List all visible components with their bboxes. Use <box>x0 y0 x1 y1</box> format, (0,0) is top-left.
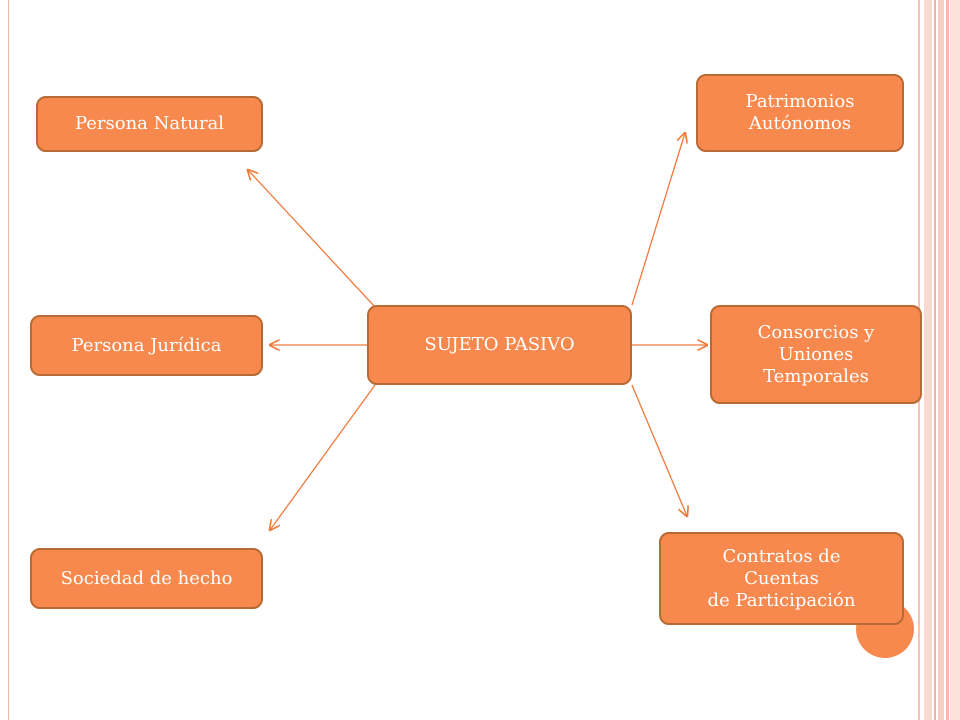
node-sujeto-pasivo-label: SUJETO PASIVO <box>424 334 575 355</box>
node-persona-natural-label: Persona Natural <box>74 113 225 134</box>
frame-left-line <box>8 0 9 720</box>
connector-patrimonios <box>631 133 685 306</box>
node-contratos-cuentas: Contratos de Cuentas de Participación <box>659 532 904 625</box>
node-patrimonios-autonomos: Patrimonios Autónomos <box>696 74 904 152</box>
connector-persona-natural <box>248 170 376 308</box>
node-contratos-cuentas-label: Contratos de Cuentas de Participación <box>707 545 856 611</box>
node-persona-juridica: Persona Jurídica <box>30 315 263 376</box>
node-consorcios-uniones-label: Consorcios y Uniones Temporales <box>757 321 875 387</box>
node-persona-natural: Persona Natural <box>36 96 263 152</box>
node-consorcios-uniones: Consorcios y Uniones Temporales <box>710 305 922 404</box>
frame-right-stripe <box>924 0 932 720</box>
node-sujeto-pasivo: SUJETO PASIVO <box>367 305 632 385</box>
connector-contratos <box>631 384 687 516</box>
frame-right-stripe <box>950 0 960 720</box>
connector-sociedad-hecho <box>270 384 376 530</box>
node-patrimonios-autonomos-label: Patrimonios Autónomos <box>745 91 855 134</box>
frame-right-stripe <box>938 0 944 720</box>
node-sociedad-de-hecho: Sociedad de hecho <box>30 548 263 609</box>
frame-right-stripe <box>946 0 949 720</box>
node-sociedad-de-hecho-label: Sociedad de hecho <box>60 567 233 589</box>
node-persona-juridica-label: Persona Jurídica <box>71 334 222 356</box>
frame-right-stripe <box>934 0 936 720</box>
